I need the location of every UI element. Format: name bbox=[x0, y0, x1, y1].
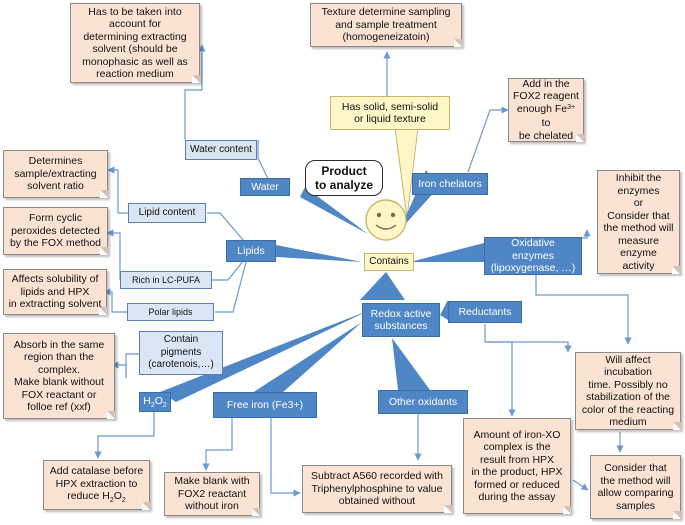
catalase-text: Add catalase before HPX extraction to re… bbox=[49, 465, 144, 503]
water-callout-pointer bbox=[300, 187, 368, 234]
arrow-water-content bbox=[184, 44, 206, 140]
note-comparing: Consider that the method will allow comp… bbox=[590, 455, 681, 519]
h2o2-text: H bbox=[143, 394, 151, 407]
rich-lcpufa-box: Rich in LC-PUFA bbox=[120, 271, 212, 289]
arrow-subtract bbox=[270, 416, 301, 497]
note-blank-fox2: Make blank with FOX2 reactant without ir… bbox=[164, 472, 260, 516]
note-solubility: Affects solubility of lipids and HPX in … bbox=[3, 269, 107, 315]
fox2-text-after: to be chelated bbox=[518, 117, 574, 142]
arrow-rich bbox=[106, 229, 121, 280]
lipids-pointer bbox=[276, 245, 362, 262]
note-water-solvent: Has to be taken into account for determi… bbox=[70, 3, 200, 83]
redox-pointer bbox=[360, 272, 405, 300]
arrow-ironxo-comparing bbox=[572, 479, 589, 491]
arrow-pigments bbox=[125, 353, 139, 378]
arrow-water-link bbox=[257, 140, 271, 184]
fox2-text-before: Add in the FOX2 reagent enough Fe bbox=[513, 77, 579, 115]
note-texture-sampling: Texture determine sampling and sample tr… bbox=[310, 3, 462, 47]
arrow-catalase bbox=[94, 412, 155, 459]
h2o2-pointer bbox=[160, 310, 370, 402]
free-iron-branch: Free iron (Fe3+) bbox=[213, 392, 317, 418]
texture-callout: Has solid, semi-solid or liquid texture bbox=[330, 96, 450, 130]
arrow-reductants-2 bbox=[485, 341, 572, 353]
redox-active-branch: Redox active substances bbox=[362, 303, 440, 337]
arrow-lipids-rich bbox=[212, 259, 245, 281]
arrow-lipid-content bbox=[107, 166, 128, 214]
lipid-content-box: Lipid content bbox=[128, 203, 206, 223]
smiley-face-icon bbox=[365, 199, 407, 241]
oxidative-enzymes-branch: Oxidative enzymes (lipoxygenase, …) bbox=[484, 237, 582, 275]
contains-hub: Contains bbox=[364, 253, 414, 271]
fox2-superscript: 3+ bbox=[567, 103, 576, 111]
arrow-absorb bbox=[111, 361, 127, 378]
other-oxidants-branch: Other oxidants bbox=[378, 390, 468, 414]
arrow-polar bbox=[103, 288, 127, 313]
note-subtract-a560: Subtract A560 recorded with Triphenylpho… bbox=[302, 465, 452, 513]
polar-lipids-box: Polar lipids bbox=[127, 303, 214, 321]
catalase-sub-1: 2 bbox=[109, 497, 114, 505]
h2o2-text-mid: O bbox=[154, 394, 163, 407]
arrow-lipids-polar bbox=[215, 261, 247, 313]
h2o2-branch: H2O2 bbox=[139, 392, 171, 412]
arrow-reductants bbox=[484, 324, 516, 417]
catalase-sub-2: 2 bbox=[121, 497, 126, 505]
note-catalase: Add catalase before HPX extraction to re… bbox=[43, 460, 150, 510]
h2o2-sub-1: 2 bbox=[150, 401, 155, 409]
note-inhibit-enzymes: Inhibit the enzymes or Consider that the… bbox=[597, 170, 680, 274]
arrow-blank-fox2 bbox=[202, 412, 233, 471]
note-iron-xo: Amount of iron-XO complex is the result … bbox=[463, 418, 571, 514]
note-incubation: Will affect incubation time. Possibly no… bbox=[575, 352, 681, 430]
iron-chelators-branch: Iron chelators bbox=[412, 173, 488, 195]
catalase-text-mid: O bbox=[113, 490, 122, 503]
note-absorb-blank: Absorb in the same region than the compl… bbox=[3, 333, 115, 419]
oxidants-pointer bbox=[392, 338, 430, 390]
reductants-pointer bbox=[440, 300, 448, 320]
note-fox2-chelate: Add in the FOX2 reagent enough Fe3+ to b… bbox=[508, 78, 584, 142]
lipids-branch: Lipids bbox=[226, 240, 276, 262]
oxidative-pointer bbox=[410, 243, 484, 262]
arrow-lipids-link bbox=[207, 212, 251, 249]
arrow-incubation bbox=[535, 275, 632, 345]
note-cyclic-peroxides: Form cyclic peroxides detected by the FO… bbox=[3, 207, 108, 255]
arrow-iron-fox2 bbox=[467, 106, 509, 173]
reductants-branch: Reductants bbox=[448, 301, 522, 323]
note-solvent-ratio: Determines sample/extracting solvent rat… bbox=[3, 150, 108, 198]
product-title: Product to analyze bbox=[305, 160, 383, 196]
free-iron-pointer bbox=[252, 322, 362, 393]
water-branch: Water bbox=[240, 178, 290, 196]
water-content-box: Water content bbox=[185, 140, 257, 160]
pigments-box: Contain pigments (carotenois,…) bbox=[139, 331, 223, 375]
h2o2-sub-2: 2 bbox=[162, 401, 167, 409]
